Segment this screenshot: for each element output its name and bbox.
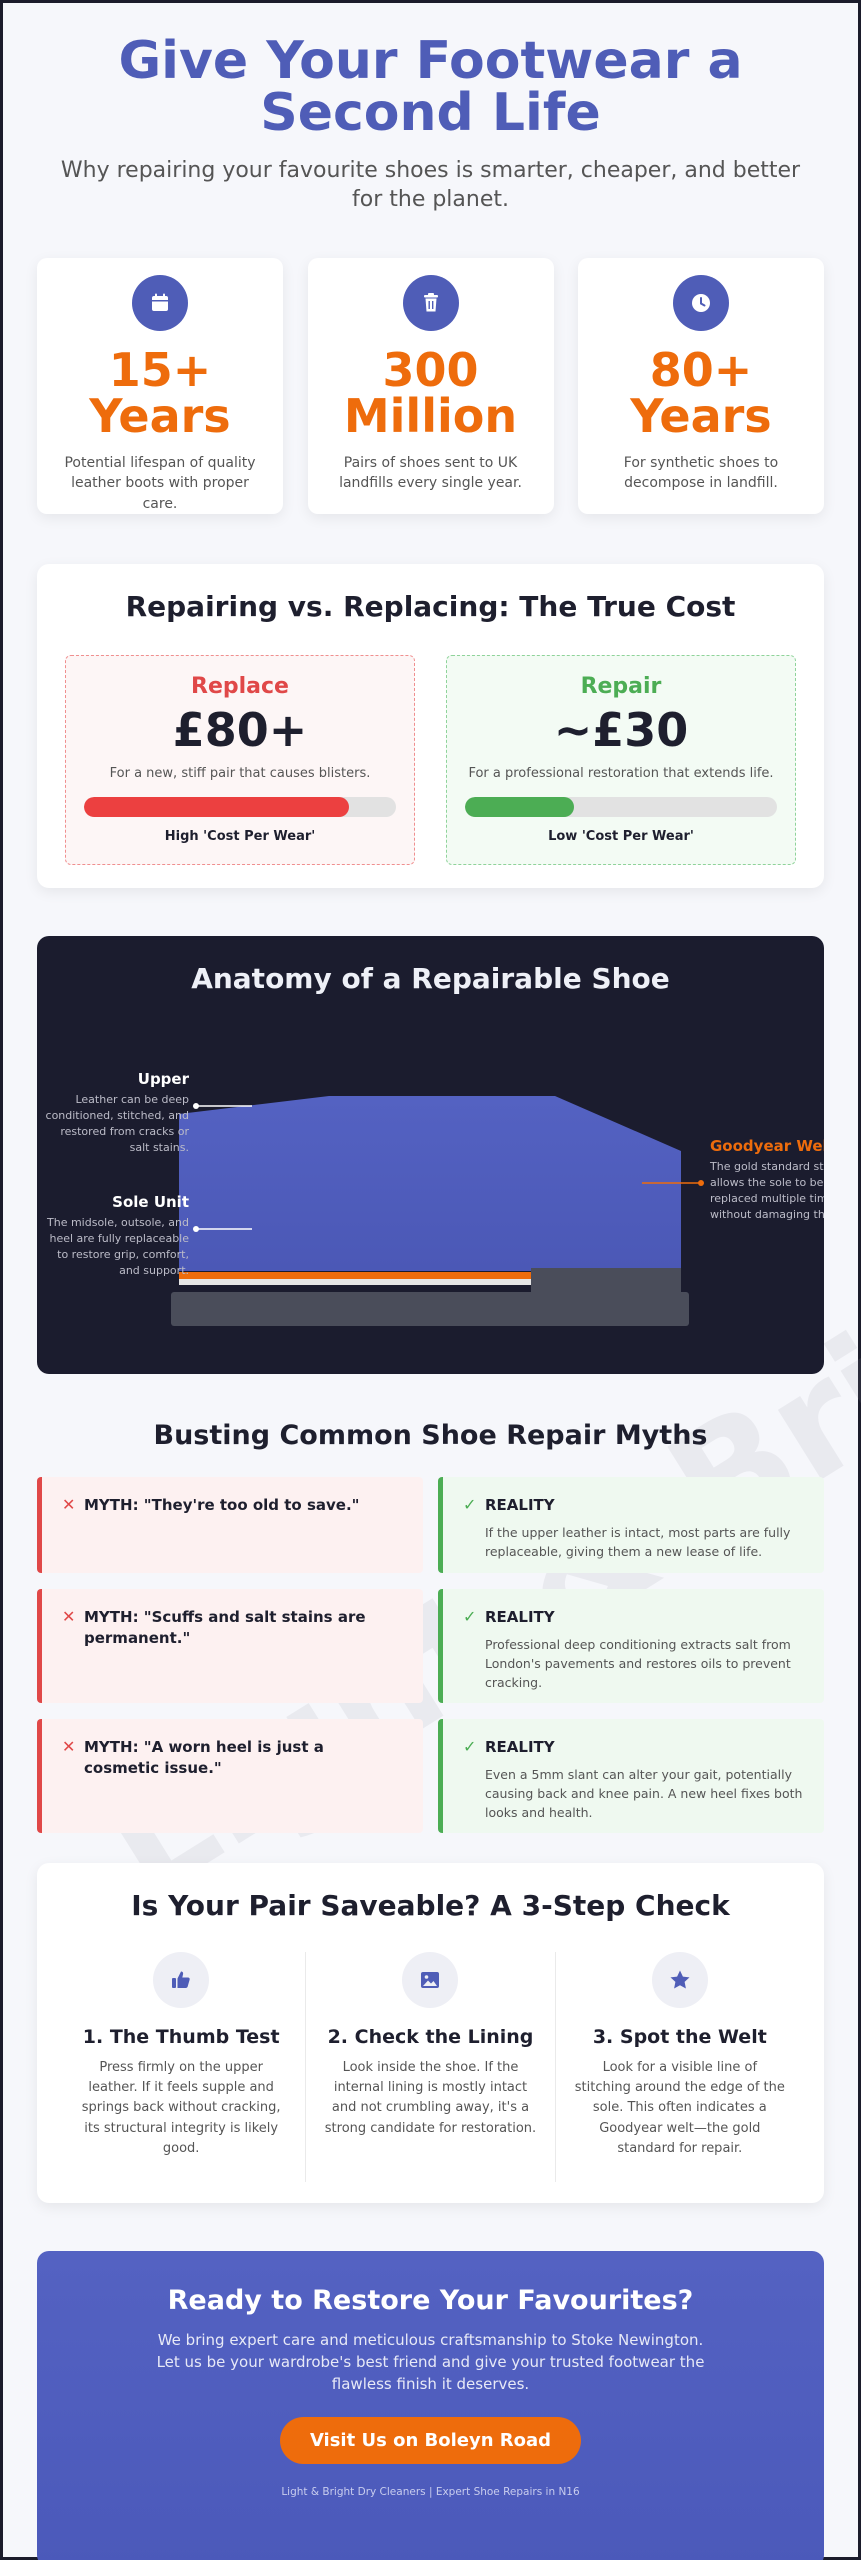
cross-icon: ✕ (62, 1495, 76, 1515)
upper-title: Upper (137, 1070, 189, 1089)
repair-cost-bar-fill (465, 796, 575, 817)
reality-heading: REALITY (485, 1496, 555, 1515)
myth-row: ✕ MYTH: "A worn heel is just a cosmetic … (37, 1719, 824, 1834)
myth-text: MYTH: "A worn heel is just a cosmetic is… (84, 1738, 324, 1778)
cta-text: We bring expert care and meticulous craf… (156, 2331, 705, 2393)
saveable-check: Is Your Pair Saveable? A 3-Step Check 1.… (37, 1863, 824, 2204)
clock-icon (673, 275, 729, 332)
repair-cost-bar (465, 796, 777, 817)
myth-row: ✕ MYTH: "They're too old to save." ✓ REA… (37, 1477, 824, 1574)
step-check-lining: 2. Check the Lining Look inside the shoe… (306, 1952, 556, 2183)
repair-label: Repair (580, 674, 662, 700)
cost-comparison: Repairing vs. Replacing: The True Cost R… (37, 564, 824, 889)
myth-row: ✕ MYTH: "Scuffs and salt stains are perm… (37, 1589, 824, 1704)
myth-text: MYTH: "They're too old to save." (84, 1496, 360, 1515)
stat-value: 80+ Years (630, 343, 772, 444)
section-title: Repairing vs. Replacing: The True Cost (125, 590, 736, 624)
welt-desc: The gold standard stitch that allows the… (710, 1160, 824, 1221)
reality-heading: REALITY (485, 1738, 555, 1757)
sole-desc: The midsole, outsole, and heel are fully… (47, 1216, 189, 1277)
replace-cost-bar (84, 796, 396, 817)
page-title: Give Your Footwear a Second Life (118, 31, 743, 143)
myth-card: ✕ MYTH: "They're too old to save." (37, 1477, 423, 1574)
shoe-welt-stripe (179, 1272, 531, 1280)
section-title: Anatomy of a Repairable Shoe (191, 962, 670, 996)
stat-card-lifespan: 15+ Years Potential lifespan of quality … (37, 258, 283, 515)
stat-value: 15+ Years (89, 343, 231, 444)
replace-box: Replace £80+ For a new, stiff pair that … (65, 655, 415, 866)
section-title: Is Your Pair Saveable? A 3-Step Check (131, 1889, 730, 1923)
page-subtitle: Why repairing your favourite shoes is sm… (60, 158, 801, 212)
replace-price: £80+ (172, 703, 308, 758)
step-spot-welt: 3. Spot the Welt Look for a visible line… (556, 1952, 804, 2182)
check-icon: ✓ (463, 1607, 477, 1627)
myth-card: ✕ MYTH: "A worn heel is just a cosmetic … (37, 1719, 423, 1834)
stat-card-landfill: 300 Million Pairs of shoes sent to UK la… (307, 258, 554, 515)
image-icon (402, 1952, 459, 2009)
stat-desc: Pairs of shoes sent to UK landfills ever… (339, 455, 522, 492)
reality-card: ✓ REALITY If the upper leather is intact… (438, 1477, 824, 1574)
reality-text: Even a 5mm slant can alter your gait, po… (485, 1767, 803, 1820)
shoe-midsole-stripe (179, 1279, 531, 1286)
reality-card: ✓ REALITY Even a 5mm slant can alter you… (438, 1719, 824, 1834)
step-thumb-test: 1. The Thumb Test Press firmly on the up… (57, 1952, 307, 2183)
visit-us-button[interactable]: Visit Us on Boleyn Road (279, 2417, 582, 2465)
shoe-anatomy: Anatomy of a Repairable Shoe Upper Leath (37, 936, 824, 1375)
step-text: Look inside the shoe. If the internal li… (324, 2060, 537, 2136)
trash-icon (402, 275, 459, 332)
shoe-heel-block (531, 1268, 681, 1293)
sole-title: Sole Unit (112, 1193, 189, 1212)
cross-icon: ✕ (62, 1607, 76, 1627)
repair-price: ~£30 (553, 703, 689, 758)
myth-card: ✕ MYTH: "Scuffs and salt stains are perm… (37, 1589, 423, 1704)
page-header: Give Your Footwear a Second Life Why rep… (37, 3, 824, 214)
cta-title: Ready to Restore Your Favourites? (167, 2285, 694, 2317)
shoe-outsole (171, 1292, 689, 1327)
step-title: 2. Check the Lining (327, 2026, 534, 2049)
stat-desc: For synthetic shoes to decompose in land… (623, 455, 779, 492)
myth-text: MYTH: "Scuffs and salt stains are perman… (84, 1608, 366, 1648)
check-icon: ✓ (463, 1737, 477, 1757)
step-title: 3. Spot the Welt (592, 2026, 767, 2049)
calendar-icon (132, 275, 188, 332)
welt-label: Goodyear Welt The gold standard stitch t… (710, 1137, 824, 1223)
step-text: Look for a visible line of stitching aro… (574, 2060, 785, 2156)
star-icon (651, 1952, 708, 2009)
repair-box: Repair ~£30 For a professional restorati… (446, 655, 796, 866)
shoe-upper (179, 1096, 681, 1272)
repair-note: For a professional restoration that exte… (468, 765, 774, 781)
reality-text: If the upper leather is intact, most par… (485, 1525, 791, 1559)
stat-card-decompose: 80+ Years For synthetic shoes to decompo… (578, 258, 824, 515)
stat-value: 300 Million (343, 343, 518, 444)
stat-desc: Potential lifespan of quality leather bo… (64, 455, 256, 512)
cta-footer: Light & Bright Dry Cleaners | Expert Sho… (281, 2486, 580, 2499)
myths-title: Busting Common Shoe Repair Myths (153, 1420, 708, 1452)
replace-verdict: High 'Cost Per Wear' (164, 828, 316, 844)
replace-label: Replace (191, 674, 289, 700)
repair-verdict: Low 'Cost Per Wear' (548, 828, 694, 844)
step-title: 1. The Thumb Test (82, 2026, 280, 2049)
replace-note: For a new, stiff pair that causes bliste… (109, 765, 371, 781)
sole-label: Sole Unit The midsole, outsole, and heel… (42, 1193, 189, 1279)
stats-row: 15+ Years Potential lifespan of quality … (37, 258, 824, 515)
cross-icon: ✕ (62, 1737, 76, 1757)
thumbs-up-icon (153, 1952, 210, 2009)
reality-card: ✓ REALITY Professional deep conditioning… (438, 1589, 824, 1704)
reality-heading: REALITY (485, 1608, 555, 1627)
myths-list: ✕ MYTH: "They're too old to save." ✓ REA… (37, 1477, 824, 1834)
welt-title: Goodyear Welt (710, 1137, 824, 1156)
replace-cost-bar-fill (84, 796, 350, 817)
cta-banner: Ready to Restore Your Favourites? We bri… (37, 2251, 824, 2560)
upper-label: Upper Leather can be deep conditioned, s… (42, 1070, 189, 1156)
step-text: Press firmly on the upper leather. If it… (81, 2060, 281, 2156)
reality-text: Professional deep conditioning extracts … (485, 1637, 791, 1690)
check-icon: ✓ (463, 1495, 477, 1515)
upper-desc: Leather can be deep conditioned, stitche… (45, 1093, 189, 1154)
shoe-diagram (171, 1096, 704, 1327)
